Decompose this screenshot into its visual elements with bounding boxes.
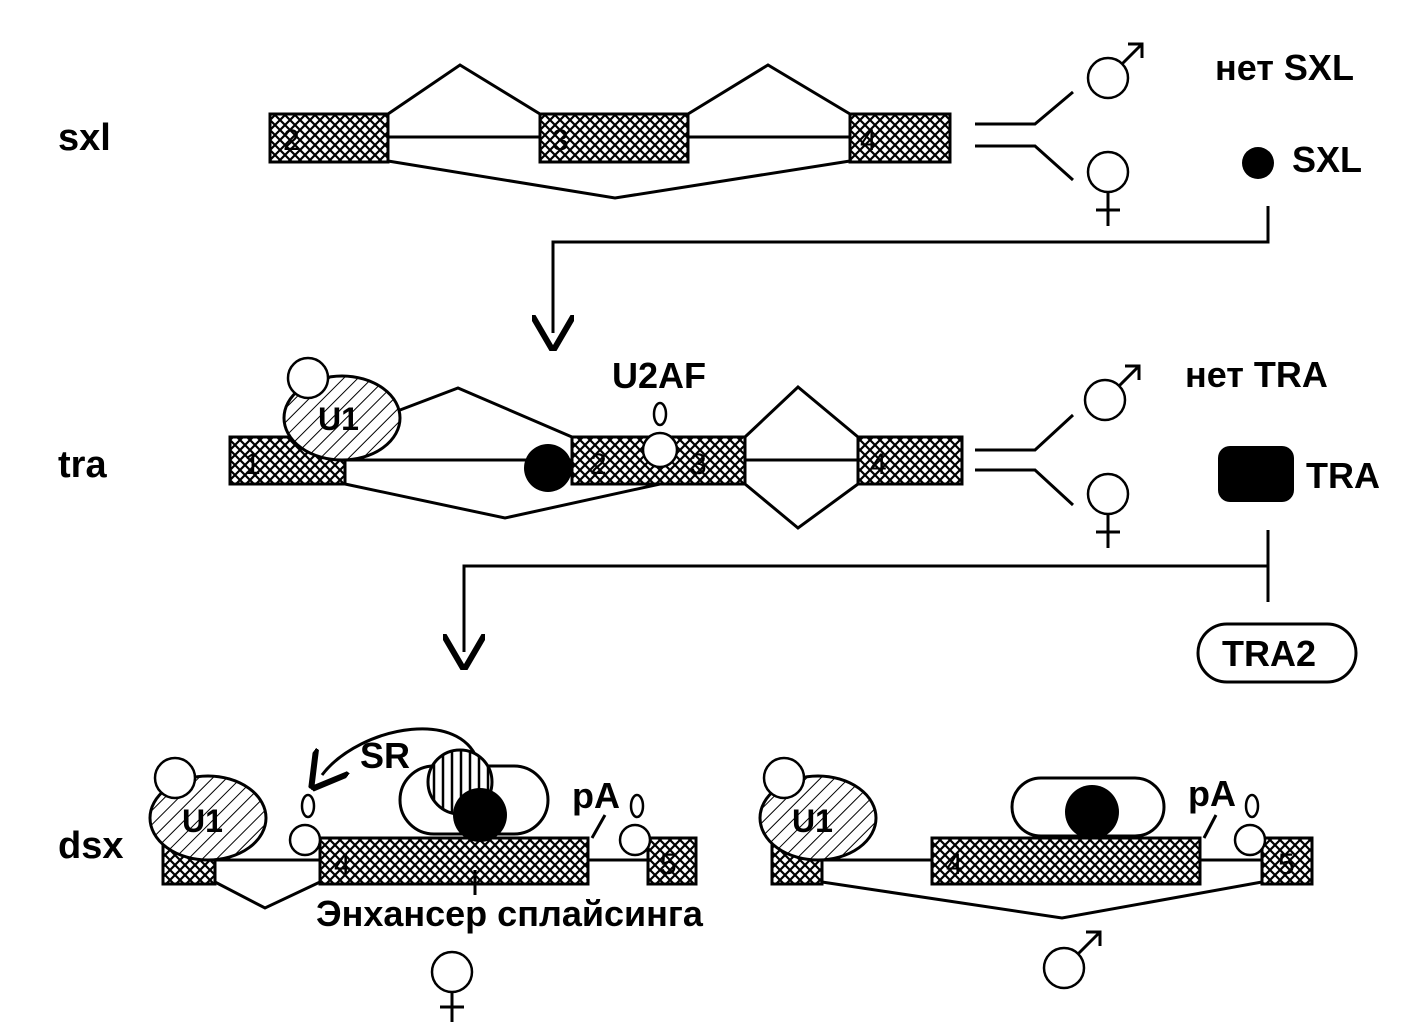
splice-path [399,386,573,439]
exon-number: 3 [552,124,569,157]
exon-5 [1260,836,1314,886]
tra2-label: TRA2 [1222,633,1316,674]
no-sxl-label: нет SXL [1215,47,1354,88]
splice-path [344,482,661,520]
enhancer-label: Энхансер сплайсинга [316,893,704,934]
sxl-row: sxl 2 3 4 нет SXL SXL [58,42,1362,333]
sxl-protein-label: SXL [1292,139,1362,180]
exon-number: 1 [244,448,261,481]
exon-number: 3 [690,448,707,481]
exon-number: 4 [334,848,351,881]
exon-number: 5 [1278,848,1295,881]
tra-protein-icon [1218,446,1294,502]
exon-number: 4 [870,448,887,481]
sr-label: SR [360,735,410,776]
pa-pointer [590,814,607,839]
u2af-small-subunit [1244,793,1260,819]
u1-small-subunit [153,756,197,800]
splice-path [387,159,851,200]
splice-path [214,880,321,910]
splice-path [387,63,541,116]
u1-label: U1 [792,803,833,839]
sxl-bound-icon [524,444,572,492]
male-branch [975,413,1075,452]
female-symbol-icon [1086,472,1130,548]
exon-3 [538,112,690,164]
u2af-large-subunit [641,431,679,469]
female-branch [975,468,1075,507]
tra-protein [453,788,507,842]
splice-path [743,384,859,439]
gene-label-sxl: sxl [58,117,111,159]
u2af-small-subunit [629,793,645,819]
female-symbol-icon [430,950,474,1022]
u1-label: U1 [318,401,359,437]
u2af-small-subunit [652,401,668,427]
dsx-male: 4 5 U1 pA [758,756,1314,990]
exon-4 [848,112,952,164]
u2af-large-subunit [618,823,652,857]
exon-number: 2 [590,448,607,481]
pa-pointer [1202,814,1218,839]
u1-label: U1 [182,803,223,839]
exon-number: 5 [660,848,677,881]
tra-protein-label: TRA [1306,455,1380,496]
splice-path [821,880,1263,920]
tra-protein [1065,785,1119,839]
tra-regulates-dsx-arrow [464,564,1268,652]
female-symbol-icon [1086,150,1130,226]
exon-number: 4 [860,124,877,157]
male-symbol-icon [1083,364,1141,422]
u2af-label: U2AF [612,355,706,396]
exon-5 [646,836,698,886]
pa-label: pA [572,775,620,816]
male-symbol-icon [1042,930,1102,990]
female-branch [975,144,1075,182]
u1-small-subunit [286,356,330,400]
no-tra-label: нет TRA [1185,354,1328,395]
u2af-small-subunit [300,793,316,819]
sr-recruitment-arrow [322,727,482,775]
u1-small-subunit [762,756,806,800]
exon-2 [268,112,390,164]
tra2-box [1196,622,1358,684]
sxl-regulates-tra-arrow [553,206,1270,333]
exon-4 [318,836,590,886]
gene-label-tra: tra [58,444,107,486]
exon-number: 4 [946,848,963,881]
splice-path [744,482,859,530]
male-branch [975,90,1074,126]
u2af-large-subunit [288,823,322,857]
exon-number: 2 [283,124,300,157]
sxl-protein-icon [1242,147,1274,179]
gene-label-dsx: dsx [58,825,123,867]
pa-label: pA [1188,773,1236,814]
tra-row: tra 1 2 3 4 U1 U2AF [58,354,1380,684]
u2af-large-subunit [1233,823,1267,857]
splice-path [687,63,851,116]
exon-4 [856,435,964,486]
dsx-female: dsx 4 5 U1 SR pA Энхансер сплайсинга [58,727,704,1022]
male-symbol-icon [1086,42,1144,100]
exon-4 [930,836,1202,886]
